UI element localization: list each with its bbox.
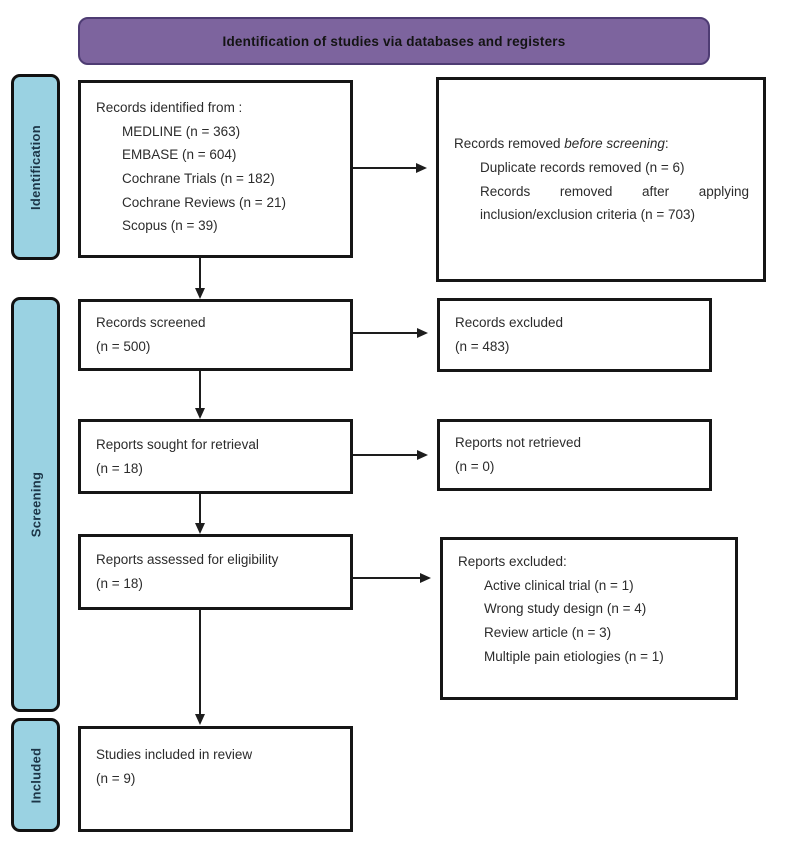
list-item: Active clinical trial (n = 1) [484, 577, 634, 593]
diagram-title-banner: Identification of studies via databases … [78, 17, 710, 65]
arrow-sought-to-assessed [195, 494, 205, 534]
box-records-removed-title: Records removed before screening: [454, 132, 755, 156]
box-records-screened-line1: Records screened [96, 315, 206, 331]
box-records-excluded-line1: Records excluded [455, 315, 564, 331]
box-records-excluded: Records excluded (n = 483) [437, 298, 712, 372]
arrow-screened-to-sought [195, 371, 205, 419]
list-item: Duplicate records removed (n = 6) [480, 159, 685, 175]
title-suffix: : [664, 136, 669, 152]
title-prefix: Records removed [454, 136, 565, 152]
arrow-sought-to-not-retrieved [353, 450, 428, 460]
box-studies-included-line2: (n = 9) [96, 770, 136, 786]
box-reports-sought-line2: (n = 18) [96, 460, 143, 476]
diagram-title: Identification of studies via databases … [222, 33, 566, 49]
arrow-assessed-to-included [195, 610, 205, 725]
box-reports-sought: Reports sought for retrieval (n = 18) [78, 419, 353, 494]
list-item: Cochrane Reviews (n = 21) [122, 194, 286, 210]
box-reports-assessed: Reports assessed for eligibility (n = 18… [78, 534, 353, 610]
arrow-identified-to-removed [353, 163, 427, 173]
list-item: Records removed after applying inclusion… [480, 183, 749, 223]
stage-label-identification: Identification [11, 74, 60, 260]
list-item: Review article (n = 3) [484, 624, 612, 640]
box-records-screened: Records screened (n = 500) [78, 299, 353, 371]
box-records-excluded-line2: (n = 483) [455, 339, 510, 354]
box-reports-assessed-line2: (n = 18) [96, 576, 143, 591]
title-italic: before screening [564, 136, 665, 152]
box-records-screened-line2: (n = 500) [96, 339, 151, 354]
arrow-screened-to-excluded [353, 328, 428, 338]
stage-label-screening: Screening [11, 297, 60, 712]
box-records-removed: Records removed before screening: Duplic… [436, 77, 766, 282]
list-item: MEDLINE (n = 363) [122, 123, 241, 139]
stage-label-included-text: Included [28, 747, 44, 803]
box-records-identified-title: Records identified from : [96, 100, 243, 115]
stage-label-screening-text: Screening [28, 471, 43, 538]
list-item: Wrong study design (n = 4) [484, 601, 647, 617]
box-reports-excluded-title: Reports excluded: [458, 554, 567, 569]
stage-label-included: Included [11, 718, 60, 832]
box-reports-not-retrieved-line2: (n = 0) [455, 459, 495, 474]
arrow-assessed-to-reports-excluded [353, 573, 431, 583]
box-reports-sought-line1: Reports sought for retrieval [96, 436, 259, 452]
box-reports-not-retrieved: Reports not retrieved (n = 0) [437, 419, 712, 491]
list-item: Cochrane Trials (n = 182) [122, 170, 275, 186]
box-reports-not-retrieved-line1: Reports not retrieved [455, 435, 582, 451]
arrow-identified-to-screened [195, 258, 205, 299]
box-studies-included: Studies included in review (n = 9) [78, 726, 353, 832]
box-reports-assessed-line1: Reports assessed for eligibility [96, 552, 279, 568]
list-item: EMBASE (n = 604) [122, 147, 237, 163]
box-records-identified: Records identified from : MEDLINE (n = 3… [78, 80, 353, 258]
box-reports-excluded: Reports excluded: Active clinical trial … [440, 537, 738, 700]
box-studies-included-line1: Studies included in review [96, 747, 253, 762]
stage-label-identification-text: Identification [28, 124, 43, 210]
list-item: Scopus (n = 39) [122, 218, 218, 234]
list-item: Multiple pain etiologies (n = 1) [484, 648, 664, 664]
